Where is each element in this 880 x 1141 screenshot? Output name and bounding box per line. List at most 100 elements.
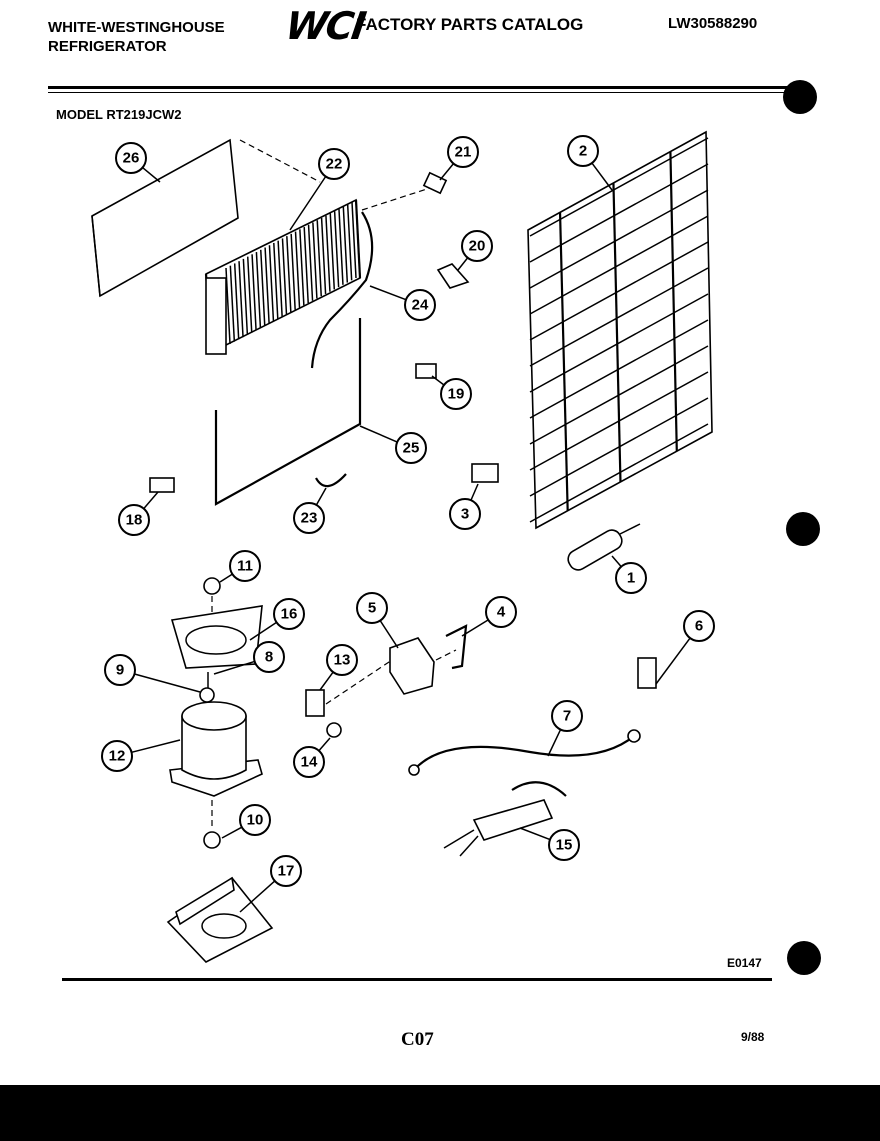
callout-leader xyxy=(439,163,455,181)
callout-circle xyxy=(447,136,479,168)
evaporator-fin xyxy=(273,242,279,320)
callout-7: 7 xyxy=(547,700,583,757)
callout-leader xyxy=(379,620,399,649)
condenser-tube xyxy=(529,215,709,315)
callout-number: 1 xyxy=(627,570,635,587)
evaporator-fin xyxy=(338,208,344,285)
callout-leader xyxy=(221,826,243,839)
binder-hole-bottom xyxy=(787,941,821,975)
callout-leader xyxy=(213,660,255,675)
callout-22: 22 xyxy=(289,148,350,231)
evaporator-fin xyxy=(260,249,266,326)
header-rule xyxy=(48,86,790,89)
condenser-tube xyxy=(529,319,709,419)
part-13-overload xyxy=(305,689,325,717)
callout-number: 11 xyxy=(237,558,253,575)
evaporator-fin xyxy=(329,213,336,290)
callout-leader xyxy=(143,491,159,510)
callout-leader xyxy=(611,555,622,568)
callout-number: 19 xyxy=(448,386,465,403)
evaporator-fin xyxy=(342,206,349,283)
condenser-tube xyxy=(529,241,709,341)
binder-hole-top xyxy=(783,80,817,114)
callout-leader xyxy=(547,729,562,757)
callout-number: 15 xyxy=(556,837,573,854)
evaporator-fin xyxy=(277,240,283,317)
callout-8: 8 xyxy=(213,641,285,675)
evaporator-fin xyxy=(246,256,253,333)
model-label: MODEL RT219JCW2 xyxy=(56,107,182,122)
callout-19: 19 xyxy=(431,375,472,410)
evaporator-fin xyxy=(251,254,257,331)
callout-leader xyxy=(219,573,233,583)
callout-leader xyxy=(457,257,469,271)
callout-circle xyxy=(273,598,305,630)
callout-23: 23 xyxy=(293,487,327,534)
part-22-evaporator xyxy=(204,198,362,355)
callout-number: 8 xyxy=(265,649,273,666)
callout-circle xyxy=(461,230,493,262)
evaporator-fin xyxy=(268,245,275,322)
callout-circle xyxy=(404,289,436,321)
evaporator-fin xyxy=(255,252,262,329)
callout-leader xyxy=(239,880,276,913)
callout-13: 13 xyxy=(319,644,358,691)
evaporator-fin xyxy=(299,229,305,306)
callout-leader xyxy=(461,619,489,637)
product-type: REFRIGERATOR xyxy=(48,38,167,55)
callout-25: 25 xyxy=(359,425,427,464)
footer-rule xyxy=(62,978,772,981)
callout-15: 15 xyxy=(519,827,580,861)
part-4-bracket xyxy=(445,624,468,670)
callout-circle xyxy=(318,148,350,180)
evaporator-fin xyxy=(286,236,292,313)
callout-26: 26 xyxy=(115,142,161,183)
evaporator-fin xyxy=(312,222,318,299)
callout-leader xyxy=(131,739,181,754)
evaporator-fin xyxy=(264,247,270,324)
callout-number: 21 xyxy=(455,144,472,161)
part-10-grommet xyxy=(203,831,221,849)
callout-number: 13 xyxy=(334,652,351,669)
callout-2: 2 xyxy=(567,135,613,191)
callout-number: 5 xyxy=(368,600,376,617)
callout-number: 20 xyxy=(469,238,486,255)
callout-leader xyxy=(431,375,445,386)
condenser-tube xyxy=(529,293,709,393)
callout-14: 14 xyxy=(293,737,331,778)
callout-leader xyxy=(359,425,398,443)
part-7-plug xyxy=(627,729,641,743)
evaporator-fin xyxy=(307,224,314,301)
callout-24: 24 xyxy=(369,285,436,321)
callout-circle xyxy=(115,142,147,174)
callout-circle xyxy=(270,855,302,887)
part-25-capillary xyxy=(214,318,362,506)
part-2-condenser xyxy=(527,130,713,530)
part-1-drier xyxy=(567,523,641,571)
callout-leader xyxy=(134,673,201,693)
callout-4: 4 xyxy=(461,596,517,637)
brand-block: WHITE-WESTINGHOUSE REFRIGERATOR xyxy=(48,18,268,56)
page-code: C07 xyxy=(401,1029,434,1050)
callout-number: 10 xyxy=(247,812,264,829)
condenser-wire xyxy=(669,151,678,452)
condenser-tube xyxy=(529,189,709,289)
callout-3: 3 xyxy=(449,483,481,530)
callout-circle xyxy=(449,498,481,530)
callout-circle xyxy=(104,654,136,686)
evaporator-fin xyxy=(290,233,296,310)
evaporator-fin xyxy=(242,258,249,335)
callout-number: 9 xyxy=(116,662,124,679)
part-11-nut xyxy=(203,577,221,595)
part-23-grommet xyxy=(315,473,347,488)
callout-5: 5 xyxy=(356,592,399,649)
callout-circle xyxy=(293,502,325,534)
leader-dash-26-22 xyxy=(239,139,321,183)
brand-name: WHITE-WESTINGHOUSE xyxy=(48,19,225,36)
part-24-tubing xyxy=(310,211,374,369)
evaporator-fin xyxy=(229,265,236,342)
callout-18: 18 xyxy=(118,491,159,536)
callout-17: 17 xyxy=(239,855,302,913)
callout-number: 24 xyxy=(412,297,429,314)
part-19-clip xyxy=(415,363,437,379)
